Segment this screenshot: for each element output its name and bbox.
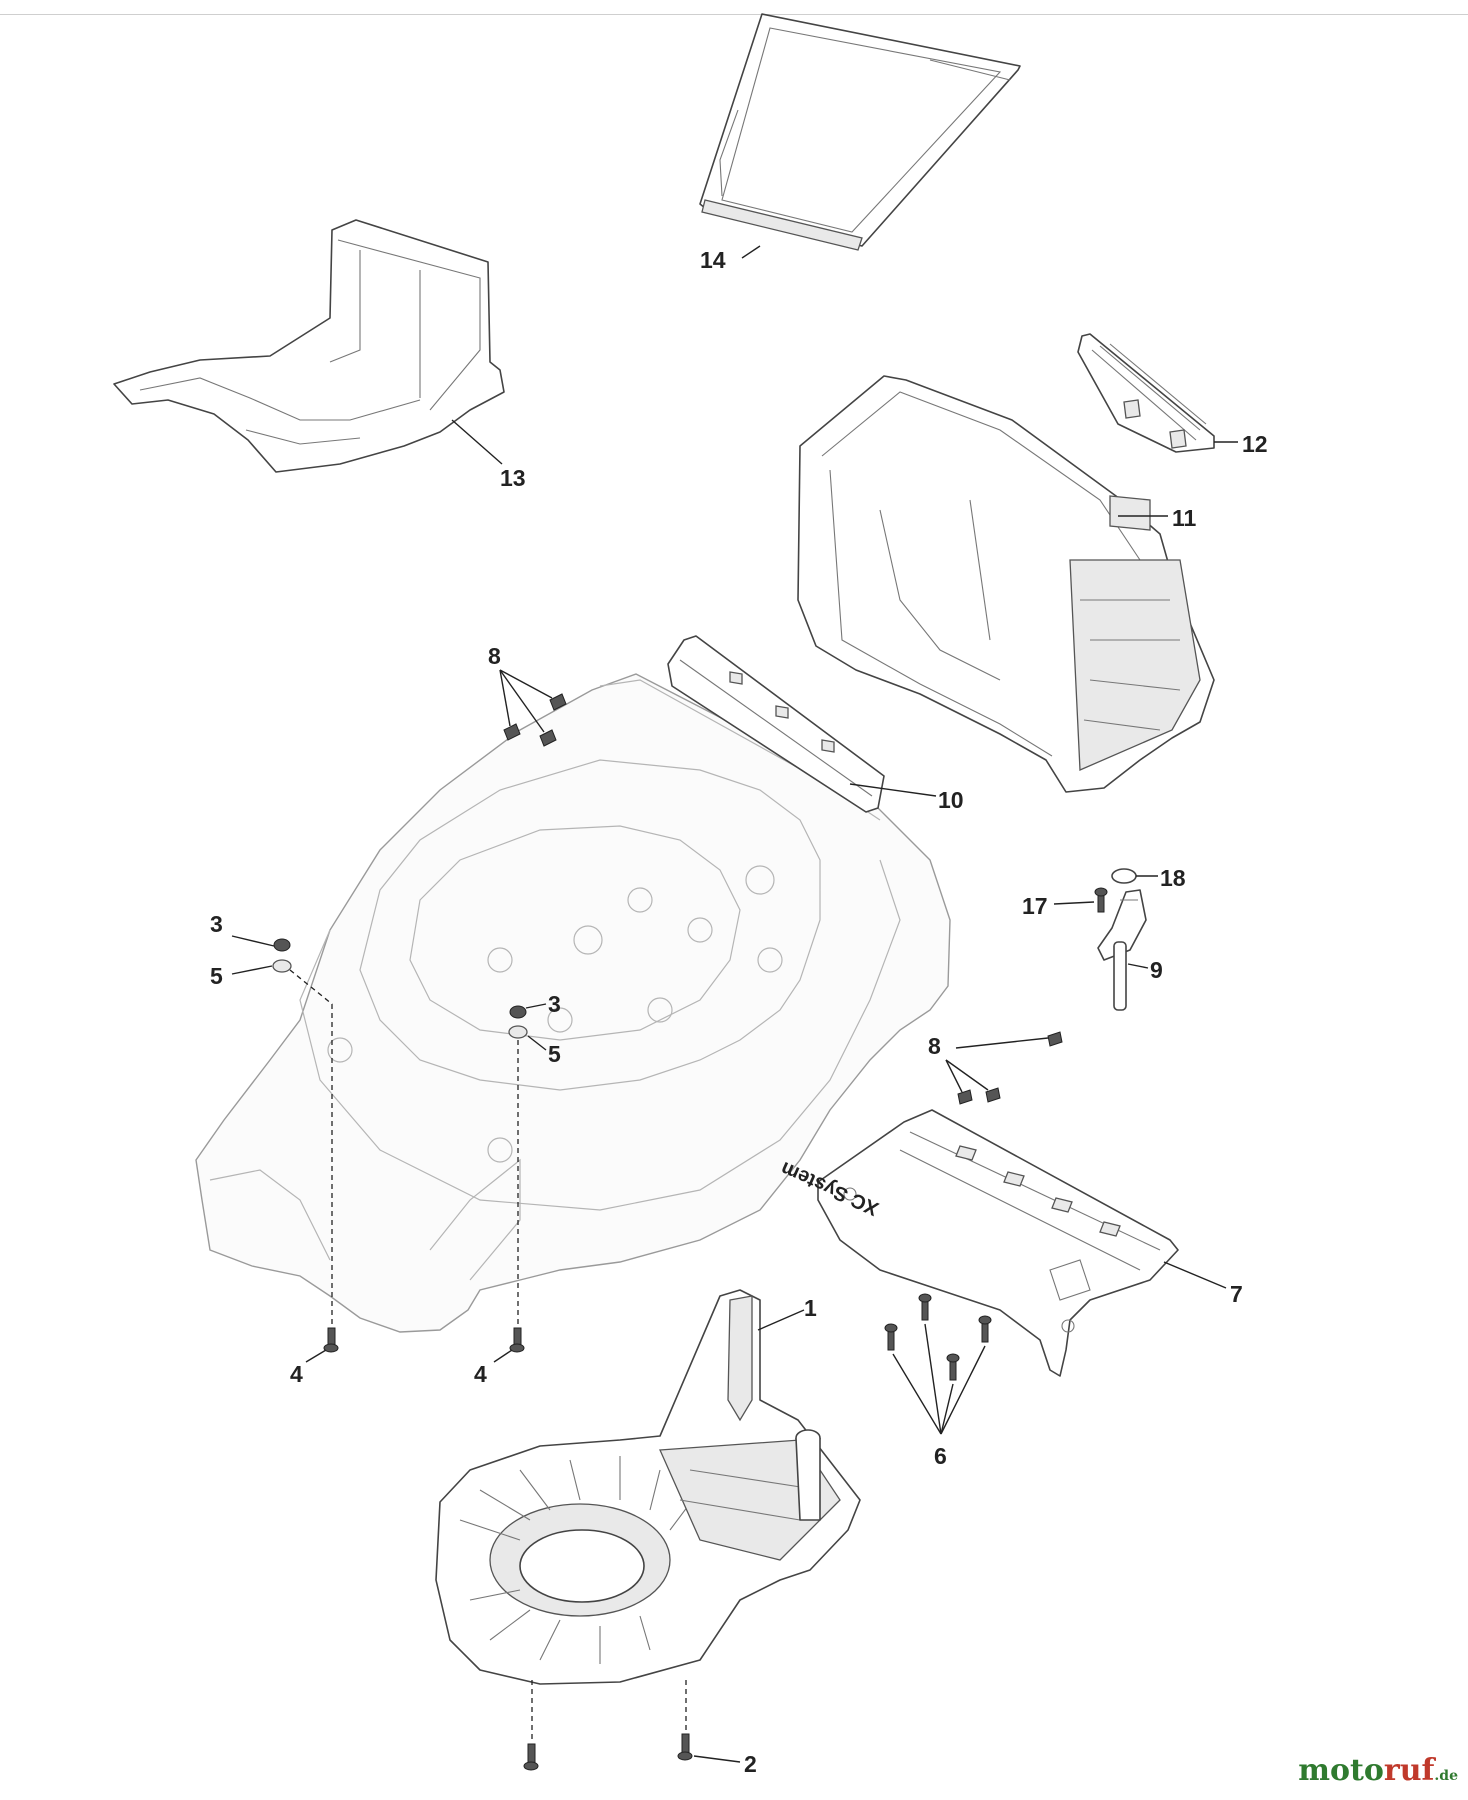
watermark-logo: motoruf.de xyxy=(1298,1753,1458,1788)
part-12-grille xyxy=(1077,333,1215,453)
callout-7: 7 xyxy=(1230,1281,1243,1307)
part-3-nut-center xyxy=(509,1005,527,1019)
callout-17: 17 xyxy=(1022,893,1048,919)
part-18-washer xyxy=(1111,868,1137,884)
callout-4-left: 4 xyxy=(290,1361,303,1387)
part-3-nut-left xyxy=(273,938,291,952)
watermark-part-3: .de xyxy=(1434,1768,1458,1784)
part-2-screws xyxy=(523,1733,693,1771)
callout-18: 18 xyxy=(1160,865,1186,891)
callout-3-center: 3 xyxy=(548,991,561,1017)
part-4-bolt-center xyxy=(509,1327,525,1353)
part-6-screws xyxy=(884,1293,992,1381)
callout-8-upper: 8 xyxy=(488,643,501,669)
callout-10: 10 xyxy=(938,787,964,813)
part-10-rear-guard xyxy=(667,635,885,813)
callout-2: 2 xyxy=(744,1751,757,1777)
callout-14: 14 xyxy=(700,247,726,273)
callout-5-left: 5 xyxy=(210,963,223,989)
callout-5-center: 5 xyxy=(548,1041,561,1067)
callout-12: 12 xyxy=(1242,431,1268,457)
page-top-border xyxy=(0,0,1468,15)
watermark-part-1: moto xyxy=(1298,1753,1384,1788)
part-11-bag-housing xyxy=(797,375,1215,793)
callout-4-center: 4 xyxy=(474,1361,487,1387)
part-8-screws-lower xyxy=(957,1031,1063,1105)
callout-6: 6 xyxy=(934,1443,947,1469)
part-9-pivot-axle xyxy=(1097,889,1147,1011)
part-5-washer-left xyxy=(272,959,292,973)
callout-11: 11 xyxy=(1172,505,1197,531)
part-7-xc-plate xyxy=(817,1109,1179,1377)
part-5-washer-center xyxy=(508,1025,528,1039)
part-17-screw xyxy=(1094,887,1108,913)
callout-3-left: 3 xyxy=(210,911,223,937)
part-4-bolt-left xyxy=(323,1327,339,1353)
watermark-part-2: ruf xyxy=(1383,1753,1435,1788)
callout-13: 13 xyxy=(500,465,526,491)
part-1-blade-baffle xyxy=(435,1289,861,1685)
callout-8-lower: 8 xyxy=(928,1033,941,1059)
part-14-bag-cover xyxy=(699,13,1021,251)
part-8-screws-upper xyxy=(503,693,567,747)
callout-9: 9 xyxy=(1150,957,1163,983)
callout-1: 1 xyxy=(804,1295,817,1321)
part-13-rear-deflector xyxy=(113,219,505,473)
